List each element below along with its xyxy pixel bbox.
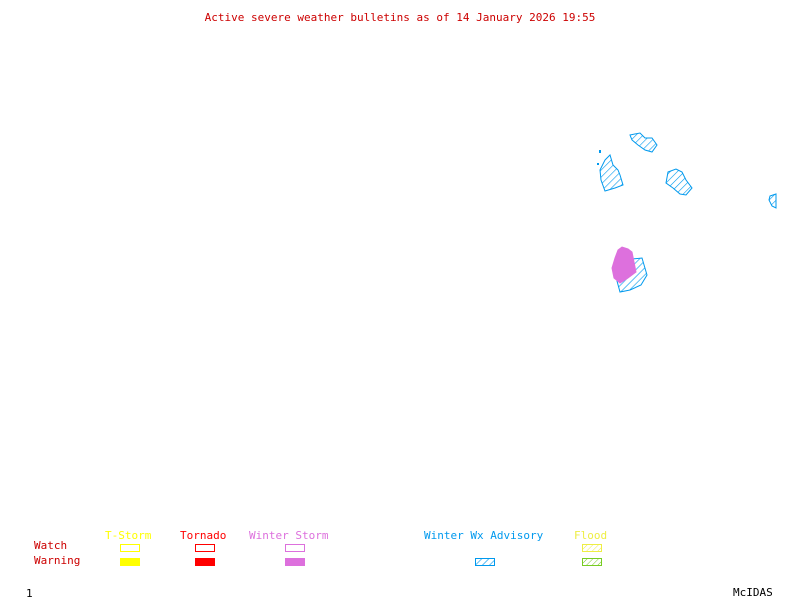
legend-header-tstorm: T-Storm	[105, 529, 152, 542]
legend-tstorm-warning-swatch	[120, 558, 140, 566]
legend-row-label-watch: Watch	[34, 539, 68, 552]
legend-header-winter-wx-advisory: Winter Wx Advisory	[424, 529, 544, 542]
legend-row-label-warning: Warning	[34, 554, 81, 567]
legend-header-tornado: Tornado	[180, 529, 227, 542]
advisory-area	[629, 132, 658, 153]
legend-winter-storm-watch-swatch	[285, 544, 305, 552]
legend-tstorm-watch-swatch	[120, 544, 140, 552]
software-label: McIDAS	[733, 586, 773, 599]
legend-winter-storm-warning-swatch	[285, 558, 305, 566]
legend-header-flood: Flood	[574, 529, 608, 542]
advisory-area	[665, 168, 693, 196]
winter-storm-warning-area	[611, 246, 637, 284]
legend-flood-watch-swatch	[582, 544, 602, 552]
advisory-area	[599, 154, 624, 192]
legend-flood-warning-swatch	[582, 558, 602, 566]
legend-tornado-warning-swatch	[195, 558, 215, 566]
advisory-speck	[597, 163, 599, 165]
advisory-area	[768, 193, 777, 209]
legend-header-winter-storm: Winter Storm	[249, 529, 329, 542]
legend-winter-wx-advisory-swatch	[475, 558, 495, 566]
frame-number: 1	[26, 587, 33, 600]
legend-tornado-watch-swatch	[195, 544, 215, 552]
bulletin-title: Active severe weather bulletins as of 14…	[204, 11, 596, 24]
advisory-speck	[599, 150, 601, 153]
